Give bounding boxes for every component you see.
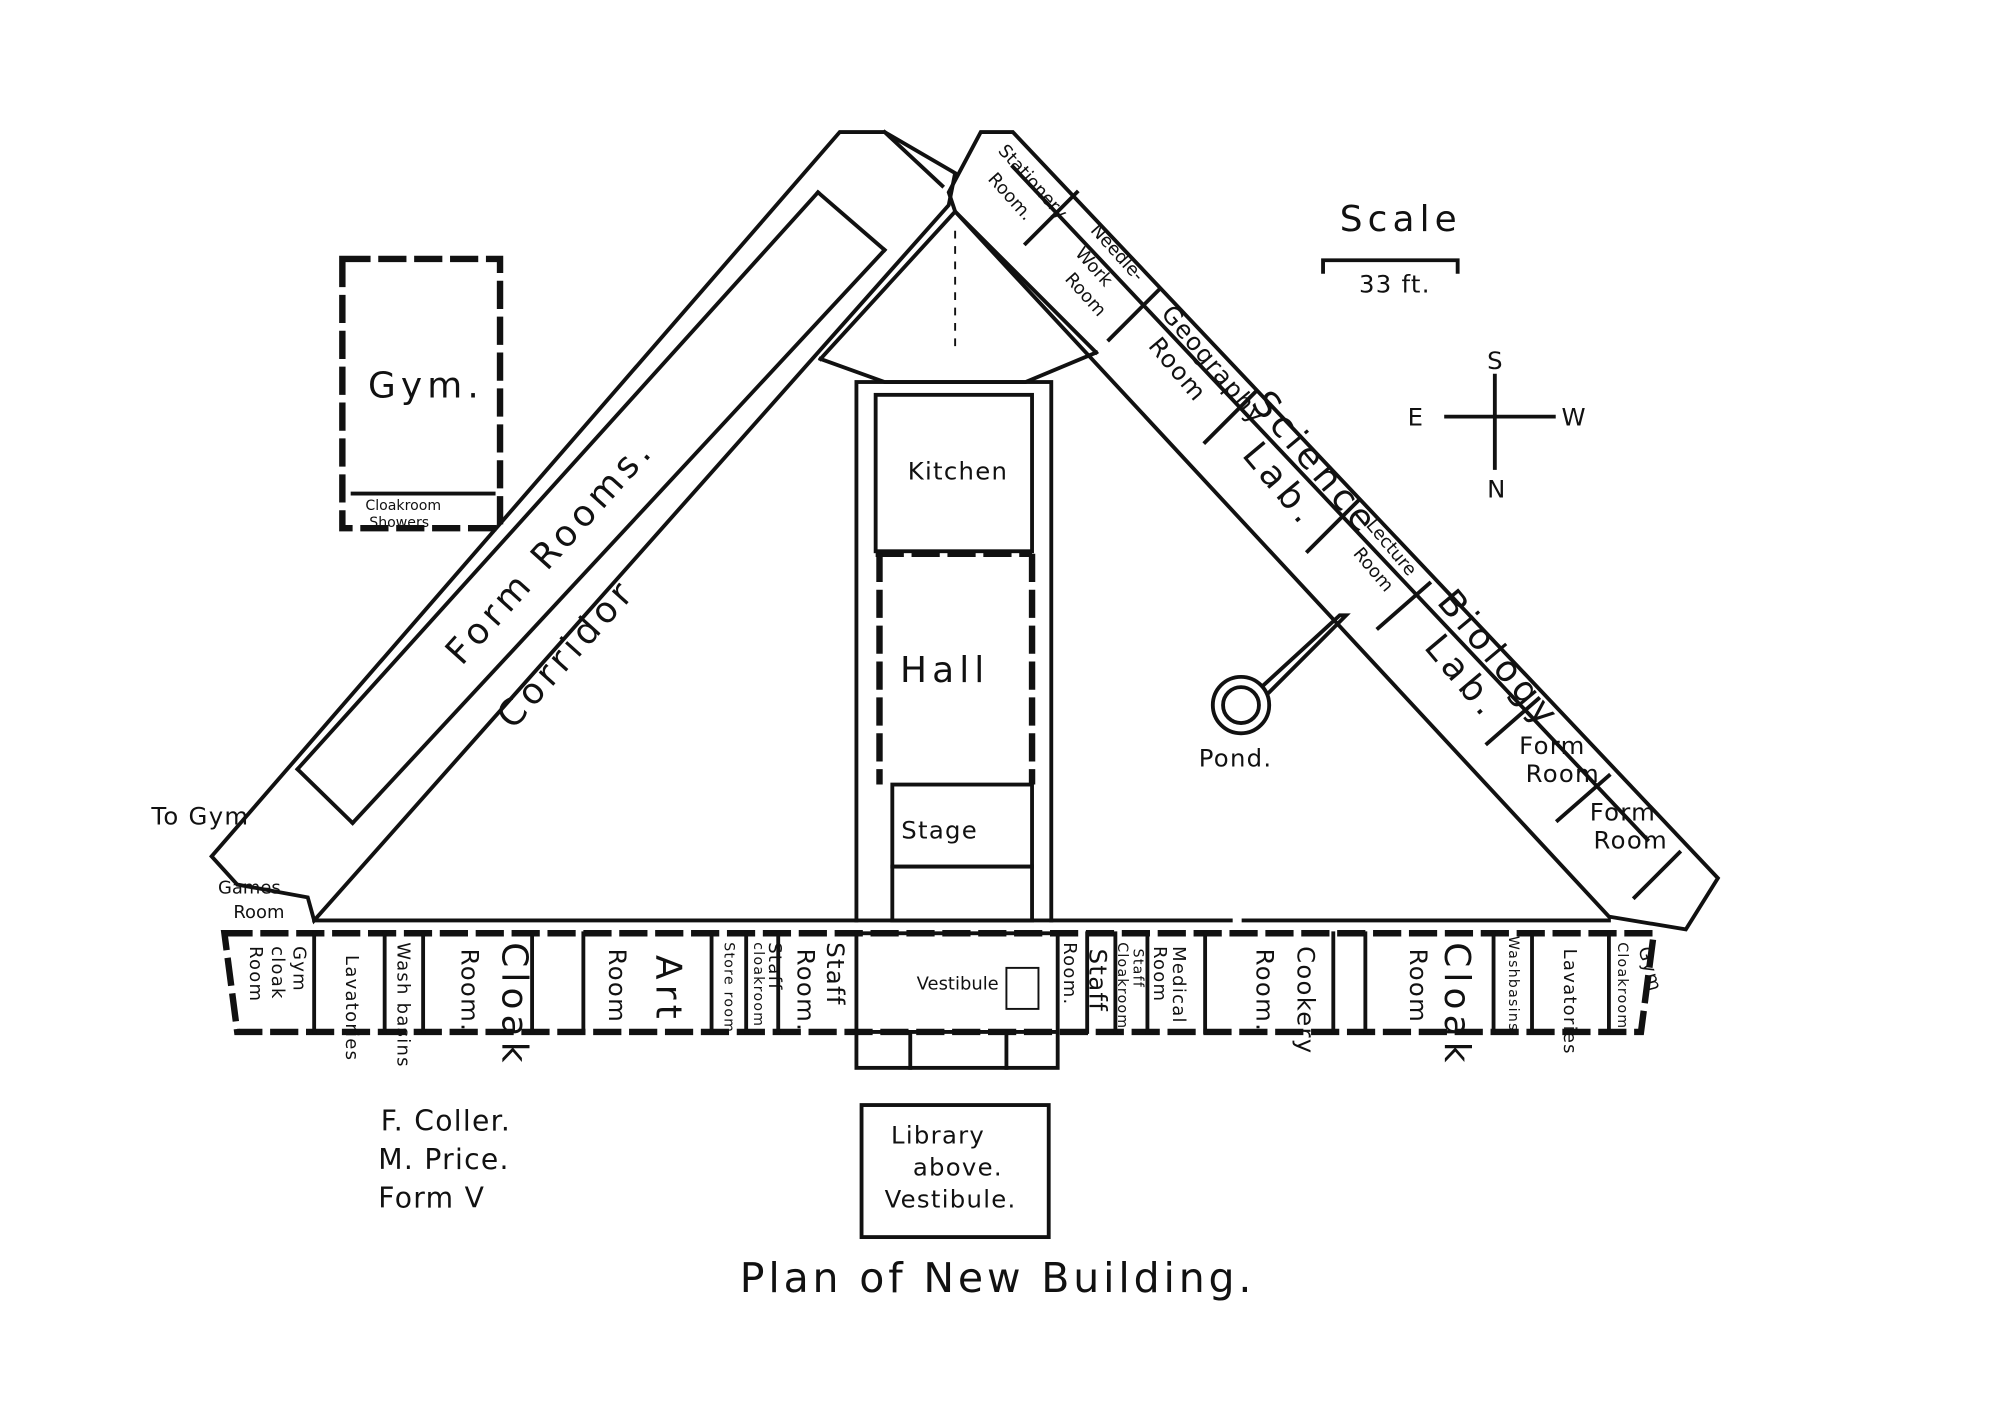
- staff-room-left-label: Staff: [821, 942, 850, 1006]
- staff-cloakroom-left-label: Staff: [764, 942, 785, 990]
- form-room-2-label-2: Room: [1594, 826, 1668, 855]
- scale-bar: Scale 33 ft.: [1321, 199, 1462, 298]
- staff-cloakroom-right-label-2: Cloakroom: [1114, 942, 1130, 1029]
- staff-cloakroom-right-label: Staff: [1129, 949, 1145, 988]
- gym-cloak-room-label: Gym: [289, 946, 310, 992]
- author-1: F. Coller.: [381, 1105, 511, 1138]
- art-room-label: Art: [647, 955, 688, 1024]
- gym-cloak-room-label-2: cloak: [267, 946, 288, 1000]
- library-label-3: Vestibule.: [885, 1185, 1017, 1214]
- gym-cloakroom-label: Cloakroom: [365, 498, 441, 514]
- lavatories-left-label: Lavatories: [341, 955, 362, 1061]
- stage-label: Stage: [901, 815, 978, 844]
- scale-value: 33 ft.: [1359, 269, 1431, 298]
- gym-showers-label: Showers: [369, 515, 429, 531]
- right-wing: Stationery Room. Needle- Work Room Geogr…: [946, 130, 1721, 932]
- lavatories-right-label: Lavatories: [1559, 949, 1580, 1055]
- staff-room-left-label-2: Room.: [791, 949, 820, 1032]
- gym-label: Gym.: [368, 365, 484, 406]
- compass-east: E: [1408, 403, 1425, 432]
- bottom-left-labels: Room cloak Gym Lavatories Wash basins Ro…: [245, 942, 850, 1068]
- library-label-2: above.: [913, 1153, 1003, 1182]
- library-label: Library: [891, 1121, 985, 1150]
- store-room-label: Store room: [720, 942, 736, 1033]
- medical-room-label-2: Room: [1149, 946, 1170, 1002]
- cloak-room-right-label: Cloak: [1436, 942, 1477, 1067]
- kitchen-label: Kitchen: [908, 456, 1008, 485]
- hall-label: Hall: [900, 650, 989, 691]
- credits: F. Coller. M. Price. Form V: [378, 1105, 511, 1215]
- form-room-2-label: Form: [1590, 797, 1656, 826]
- form-room-1-label: Form: [1519, 731, 1585, 760]
- cloak-room-right-label-2: Room: [1404, 949, 1433, 1023]
- author-form: Form V: [378, 1182, 485, 1215]
- gym-cloak-room-label-3: Room: [245, 946, 266, 1002]
- staff-room-right-label-2: Room.: [1059, 942, 1080, 1005]
- compass-south: S: [1487, 346, 1504, 375]
- central-block: Kitchen Hall Stage: [854, 380, 1054, 923]
- wash-basins-right-label: Washbasins: [1505, 936, 1521, 1032]
- games-room-label-2: Room: [233, 902, 284, 923]
- compass: S N E W: [1408, 346, 1586, 503]
- author-2: M. Price.: [378, 1143, 510, 1176]
- medical-room-label: Medical: [1168, 946, 1189, 1024]
- games-room-label: Games: [218, 878, 281, 899]
- wash-basins-left-label: Wash basins: [392, 942, 413, 1068]
- staff-room-right-label: Staff: [1084, 949, 1113, 1013]
- to-gym-label: To Gym: [150, 801, 249, 830]
- right-wing-labels: Stationery Room. Needle- Work Room Geogr…: [983, 141, 1668, 855]
- art-room-label-2: Room: [603, 949, 632, 1023]
- gym-cloakroom-right-label-2: Cloakroom: [1614, 942, 1630, 1029]
- cloak-room-left-label-2: Room.: [456, 949, 485, 1032]
- plan-title: Plan of New Building.: [740, 1254, 1256, 1302]
- scale-label: Scale: [1340, 199, 1462, 240]
- staff-cloakroom-left-label-2: cloakroom: [750, 942, 766, 1027]
- library: Library above. Vestibule.: [859, 1103, 1051, 1240]
- gym-building: Gym. Cloakroom Showers: [339, 255, 504, 532]
- courtyard: Pond.: [312, 208, 1611, 923]
- cookery-room-label-2: Room.: [1250, 949, 1279, 1032]
- compass-west: W: [1561, 403, 1586, 432]
- cloak-room-left-label: Cloak: [494, 942, 535, 1067]
- pond-label: Pond.: [1199, 744, 1273, 773]
- bottom-right-labels: Room. Staff Cloakroom Staff Room Medical…: [1059, 936, 1666, 1068]
- form-room-1-label-2: Room: [1526, 759, 1600, 788]
- compass-north: N: [1487, 474, 1506, 503]
- gym-cloakroom-right-label: Gym: [1634, 945, 1666, 995]
- bottom-wing: Vestibule Room cloak Gym Lavatories Wash…: [220, 930, 1666, 1070]
- cookery-room-label: Cookery: [1291, 946, 1320, 1054]
- left-wing: Form Rooms. Corridor To Gym Games Room: [150, 129, 958, 925]
- vestibule-label: Vestibule: [917, 974, 999, 995]
